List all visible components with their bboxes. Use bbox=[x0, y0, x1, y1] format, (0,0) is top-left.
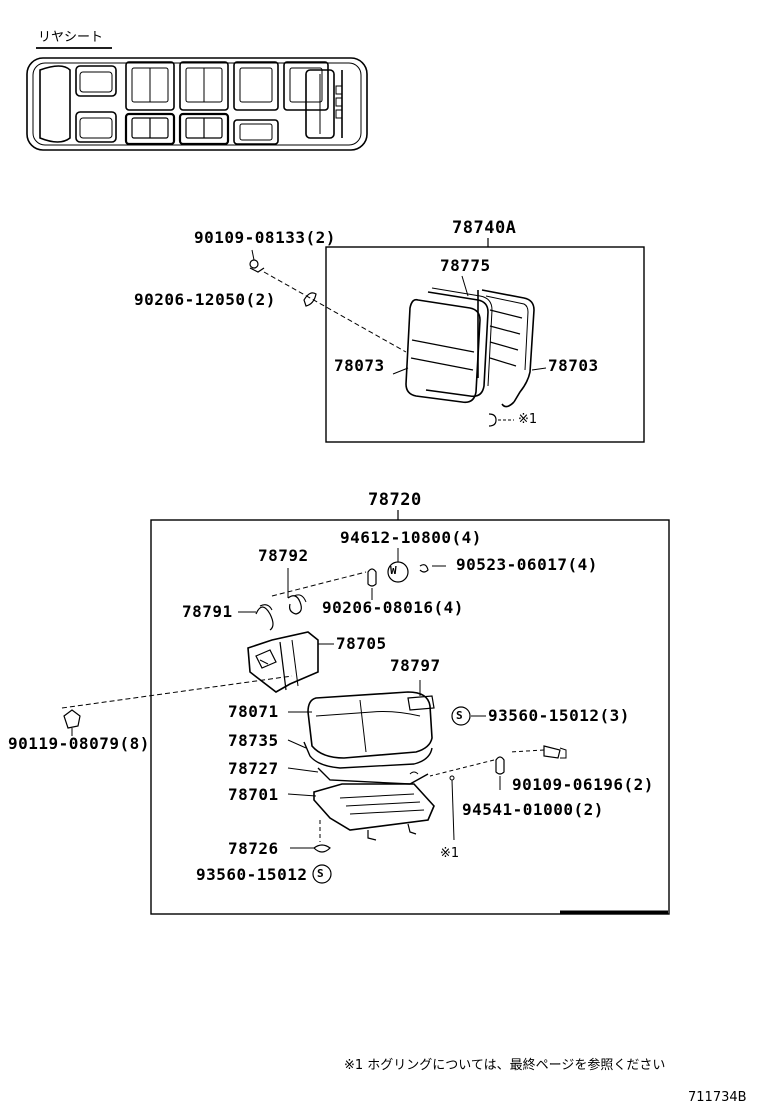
footnote: ※1 ホグリングについては、最終ページを参照ください bbox=[344, 1058, 666, 1073]
part-label-78797: 78797 bbox=[390, 656, 441, 675]
part-label-90119-08079: 90119-08079(8) bbox=[8, 734, 150, 753]
part-label-78703: 78703 bbox=[548, 356, 599, 375]
s-symbol-upper: S bbox=[456, 709, 464, 722]
part-label-90206-12050: 90206-12050(2) bbox=[134, 290, 276, 309]
assembly-label-seat-back: 78740A bbox=[452, 218, 517, 238]
part-label-78071: 78071 bbox=[228, 702, 279, 721]
part-label-94612-10800: 94612-10800(4) bbox=[340, 528, 482, 547]
part-label-90206-08016: 90206-08016(4) bbox=[322, 598, 464, 617]
vehicle-overview bbox=[26, 47, 368, 151]
part-label-78701: 78701 bbox=[228, 785, 279, 804]
part-label-78735: 78735 bbox=[228, 731, 279, 750]
washer-symbol: W bbox=[390, 564, 398, 577]
section-label: リヤシート bbox=[38, 30, 104, 45]
part-label-78705: 78705 bbox=[336, 634, 387, 653]
assembly-label-seat-cushion: 78720 bbox=[368, 490, 422, 510]
part-label-78775: 78775 bbox=[440, 256, 491, 275]
part-label-90523-06017: 90523-06017(4) bbox=[456, 555, 598, 574]
seat-cushion-assembly bbox=[61, 510, 670, 915]
seat-back-fasteners bbox=[249, 249, 407, 353]
ref-mark-label: ※1 bbox=[518, 412, 538, 427]
part-label-78791: 78791 bbox=[182, 602, 233, 621]
part-label-90109-06196: 90109-06196(2) bbox=[512, 775, 654, 794]
part-label-93560-15012-3: 93560-15012(3) bbox=[488, 706, 630, 725]
part-label-78727: 78727 bbox=[228, 759, 279, 778]
part-label-93560-15012: 93560-15012 bbox=[196, 865, 308, 884]
part-label-78726: 78726 bbox=[228, 839, 279, 858]
part-label-90109-08133: 90109-08133(2) bbox=[194, 228, 336, 247]
part-label-94541-01000: 94541-01000(2) bbox=[462, 800, 604, 819]
seat-back-assembly bbox=[325, 238, 645, 443]
part-label-78073: 78073 bbox=[334, 356, 385, 375]
s-symbol-lower: S bbox=[317, 867, 325, 880]
drawing-code: 711734B bbox=[688, 1090, 747, 1105]
ref-mark-label-lower: ※1 bbox=[440, 846, 460, 861]
part-label-78792: 78792 bbox=[258, 546, 309, 565]
